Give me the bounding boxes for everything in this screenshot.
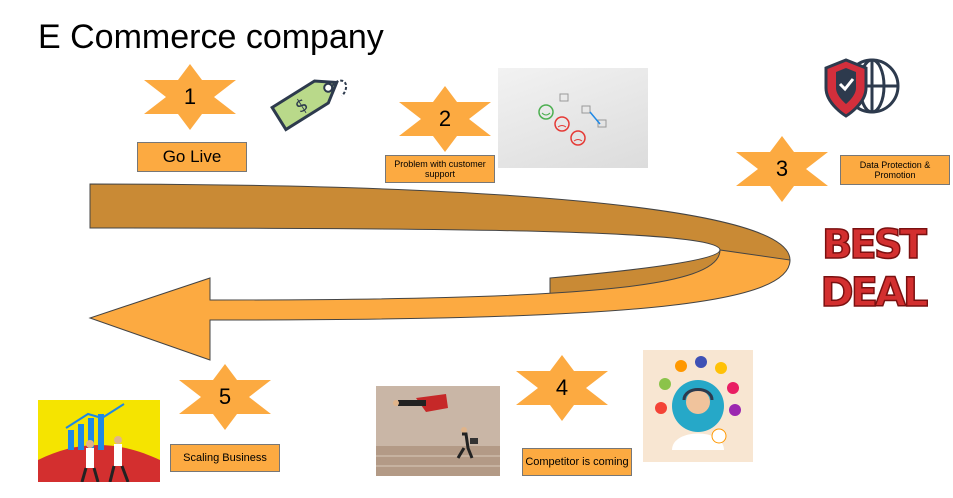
best-deal-text: BEST [822,222,928,268]
u-turn-arrow [88,183,791,361]
step-5-number: 5 [218,384,232,409]
customer-support-agent-image [643,350,753,462]
step-2-star: 2 [395,84,495,154]
businessmen-race-image [376,386,500,476]
step-3-number: 3 [775,156,789,181]
step-3-label: Data Protection & Promotion [840,155,950,185]
step-2-number: 2 [438,106,452,131]
step-5-star: 5 [175,362,275,432]
step-1-number: 1 [183,84,197,109]
step-1-label: Go Live [137,142,247,172]
step-1-star: 1 [140,62,240,132]
svg-text:DEAL: DEAL [821,270,928,314]
step-4-star: 4 [512,353,612,423]
shield-globe-icon [824,58,900,118]
step-4-label: Competitor is coming [522,448,632,476]
step-3-star: 3 [732,134,832,204]
dollar-price-tag-icon: $ [270,79,348,132]
best-deal-graphic: BEST DEAL [818,214,932,317]
step-5-label: Scaling Business [170,444,280,472]
step-2-label: Problem with customer support [385,155,495,183]
page-title: E Commerce company [38,18,384,56]
arrow-band-bottom [88,249,791,361]
feedback-checklist-photo [498,68,648,168]
business-growth-image [38,400,160,482]
step-4-number: 4 [555,375,569,400]
